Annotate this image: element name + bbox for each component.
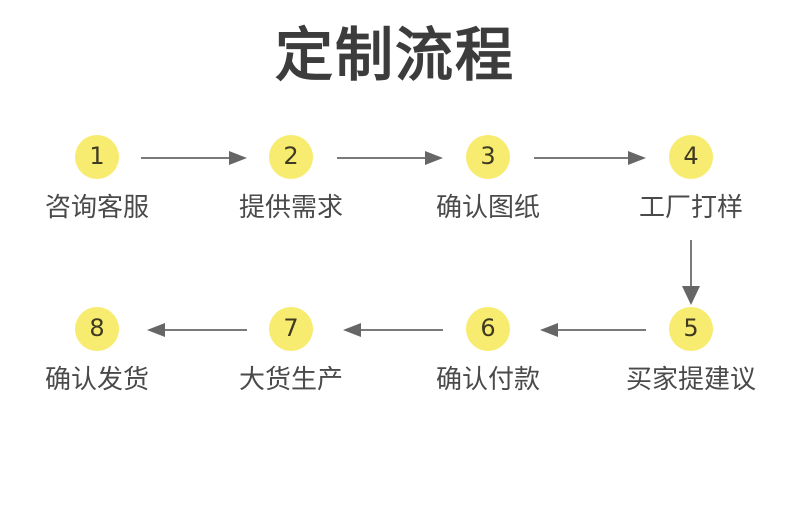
step-4-circle: 4 xyxy=(669,135,713,179)
arrow-down-icon xyxy=(682,240,700,305)
page-title: 定制流程 xyxy=(274,21,515,89)
arrow-left-icon xyxy=(147,323,247,337)
arrow-2-to-3 xyxy=(337,148,443,168)
step-5-number: 5 xyxy=(683,314,699,342)
arrow-7-to-8 xyxy=(141,320,247,340)
flow-step-5: 5 买家提建议 xyxy=(606,307,776,397)
arrow-5-to-6 xyxy=(534,320,646,340)
arrow-4-to-5 xyxy=(679,240,703,305)
arrow-right-icon xyxy=(534,151,646,165)
step-8-circle: 8 xyxy=(75,307,119,351)
step-4-label: 工厂打样 xyxy=(638,193,743,223)
flow-step-6: 6 确认付款 xyxy=(403,307,573,397)
step-8-label: 确认发货 xyxy=(44,365,149,395)
step-2-label: 提供需求 xyxy=(238,193,343,223)
step-7-circle: 7 xyxy=(269,307,313,351)
step-7-number: 7 xyxy=(283,314,299,342)
step-2-circle: 2 xyxy=(269,135,313,179)
step-5-label: 买家提建议 xyxy=(625,365,756,395)
step-3-circle: 3 xyxy=(466,135,510,179)
arrow-right-icon xyxy=(141,151,247,165)
step-1-circle: 1 xyxy=(75,135,119,179)
step-2-number: 2 xyxy=(283,142,299,170)
step-8-number: 8 xyxy=(89,314,105,342)
step-4-number: 4 xyxy=(683,142,699,170)
flow-step-3: 3 确认图纸 xyxy=(403,135,573,225)
step-6-number: 6 xyxy=(480,314,496,342)
arrow-left-icon xyxy=(343,323,443,337)
step-6-label: 确认付款 xyxy=(435,365,540,395)
step-3-number: 3 xyxy=(480,142,496,170)
arrow-right-icon xyxy=(337,151,443,165)
step-7-label: 大货生产 xyxy=(238,365,343,395)
step-3-label: 确认图纸 xyxy=(435,193,540,223)
arrow-left-icon xyxy=(540,323,646,337)
flow-step-7: 7 大货生产 xyxy=(206,307,376,397)
flow-step-8: 8 确认发货 xyxy=(12,307,182,397)
step-5-circle: 5 xyxy=(669,307,713,351)
flow-step-1: 1 咨询客服 xyxy=(12,135,182,225)
flow-step-2: 2 提供需求 xyxy=(206,135,376,225)
step-1-label: 咨询客服 xyxy=(44,193,149,223)
step-6-circle: 6 xyxy=(466,307,510,351)
arrow-6-to-7 xyxy=(337,320,443,340)
step-1-number: 1 xyxy=(89,142,105,170)
arrow-1-to-2 xyxy=(141,148,247,168)
flow-step-4: 4 工厂打样 xyxy=(606,135,776,225)
arrow-3-to-4 xyxy=(534,148,646,168)
